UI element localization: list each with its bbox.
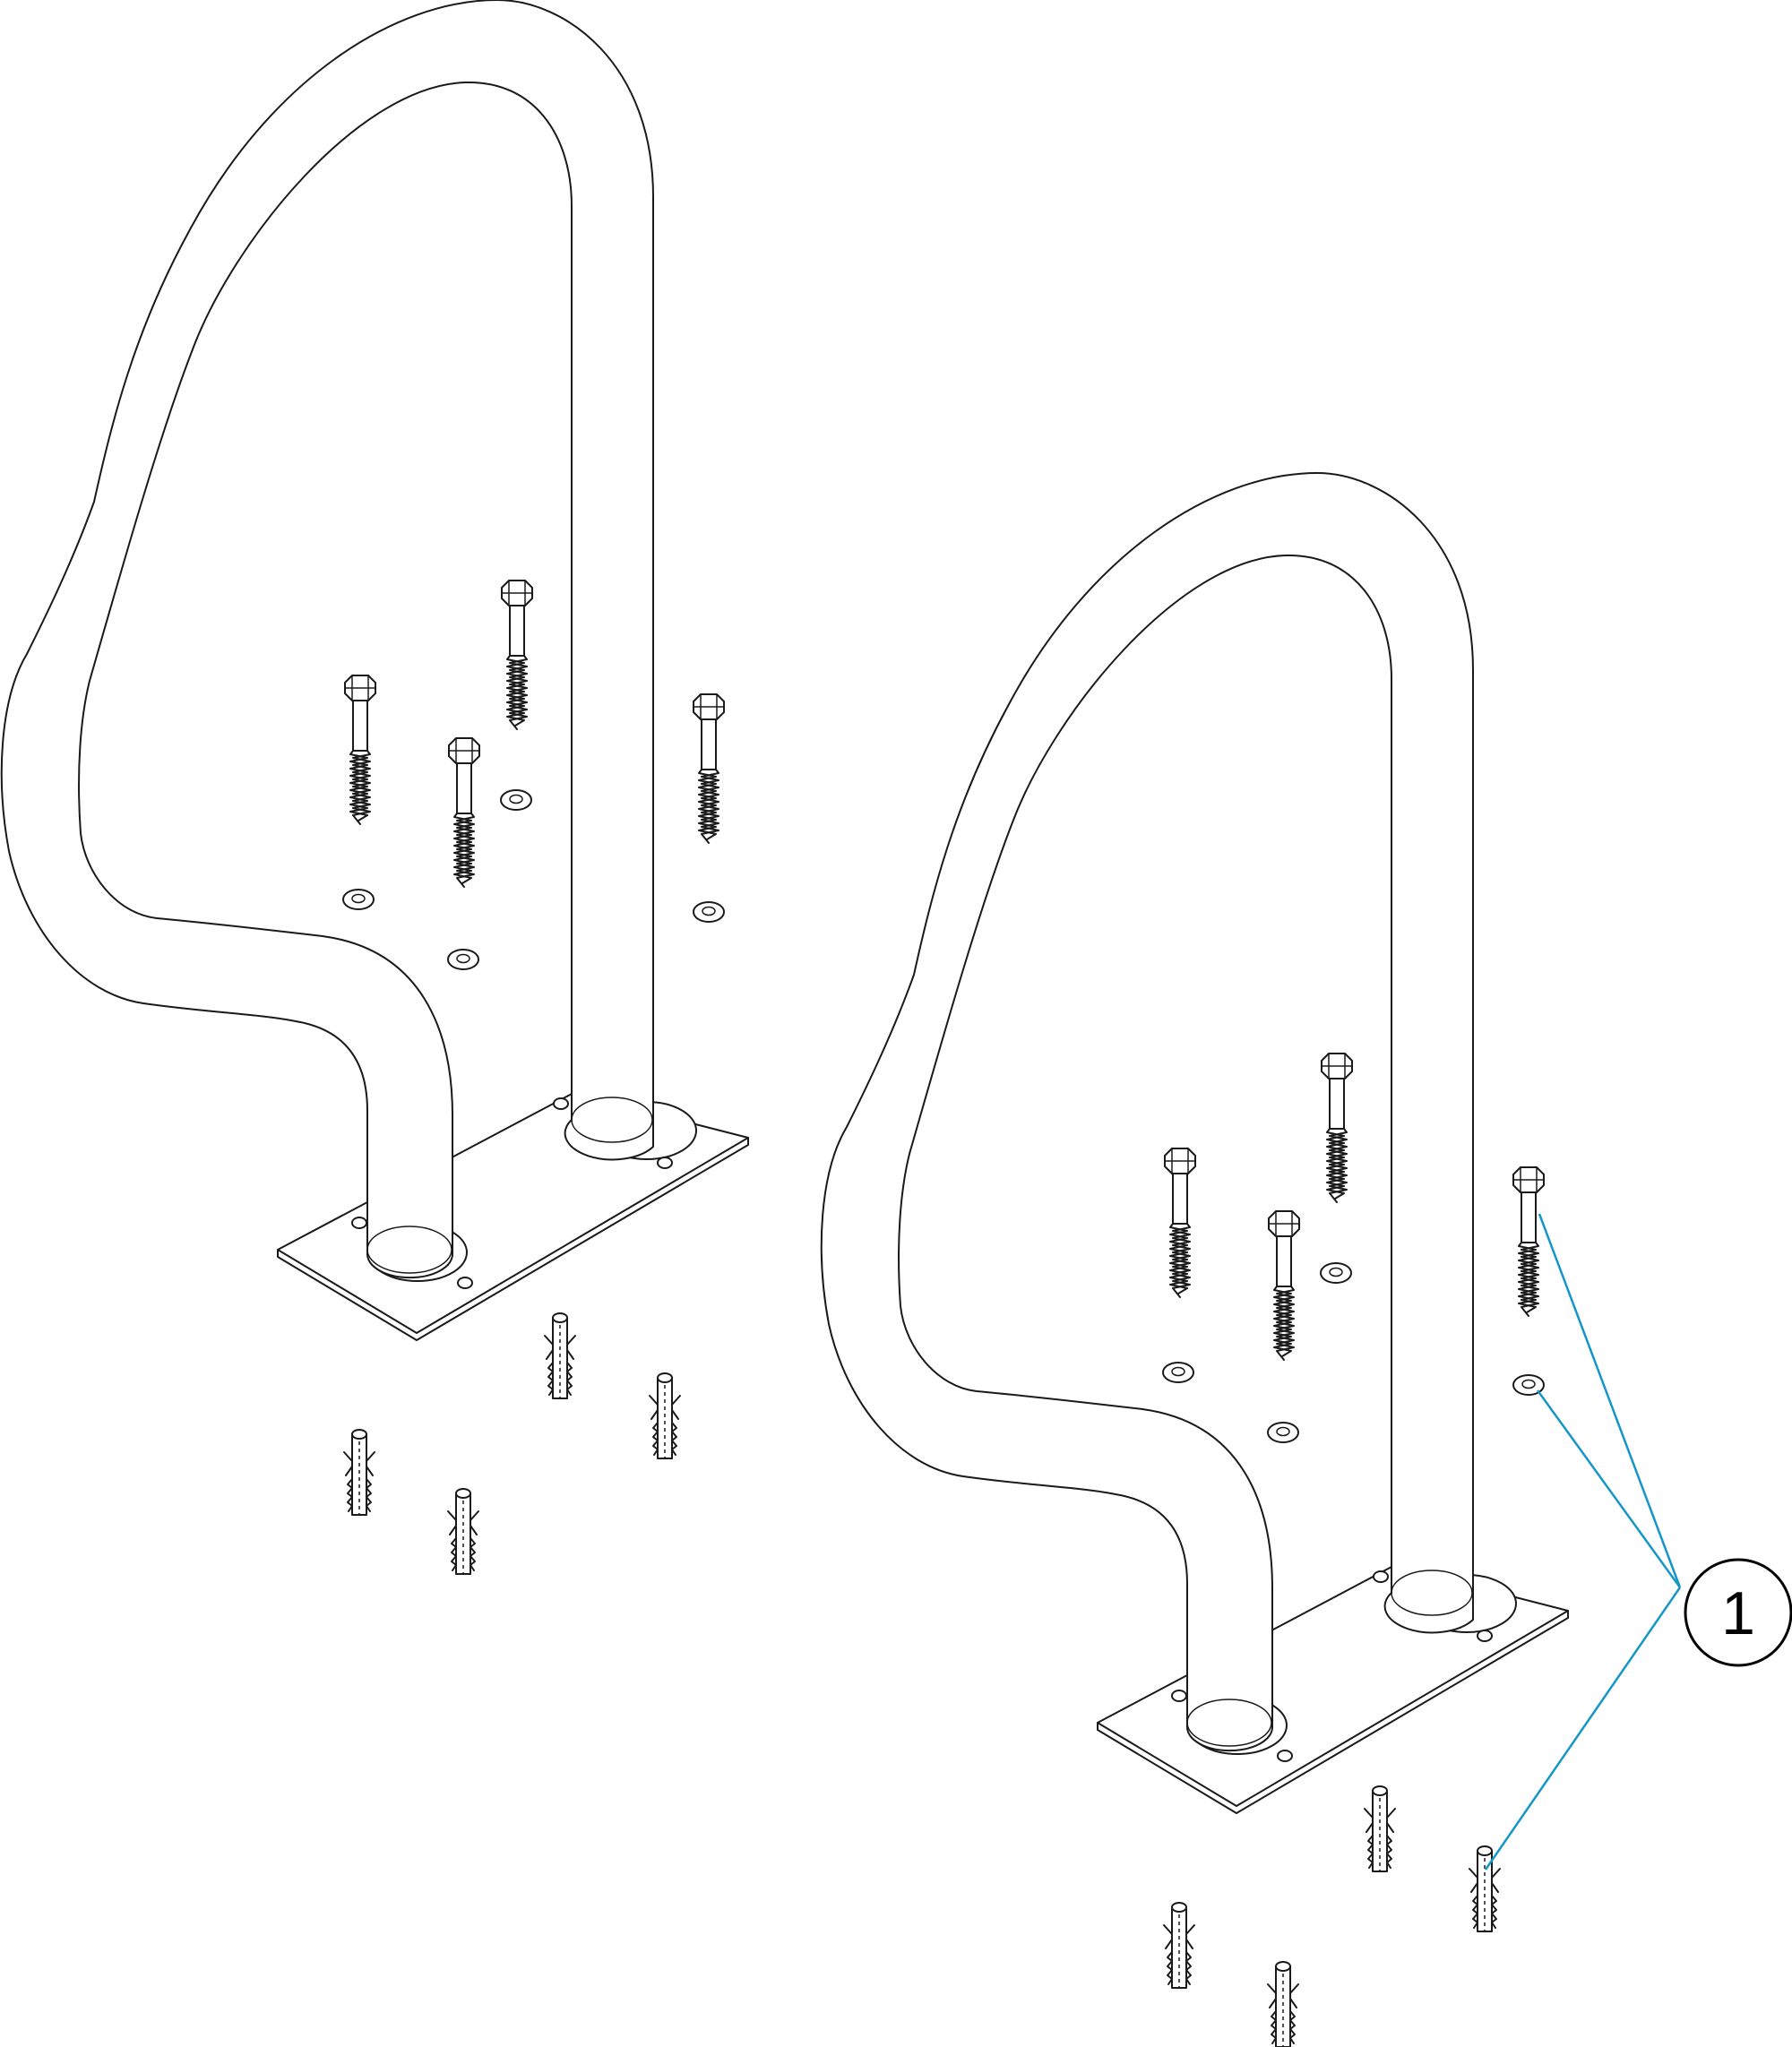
wall-plug-icon (649, 1372, 681, 1459)
wall-plug-icon (1267, 1961, 1299, 2047)
washer-icon (693, 901, 725, 923)
washer-icon (1320, 1262, 1352, 1284)
wall-plug-icon (544, 1312, 576, 1399)
callout-label: 1 (1721, 1579, 1755, 1647)
washer-icon (447, 949, 479, 970)
callout-1: 1 (1484, 1213, 1792, 1871)
washer-icon (1162, 1362, 1194, 1383)
tube-right (820, 472, 1474, 1752)
leader-line (1538, 1213, 1682, 1588)
wall-plug-icon (1469, 1845, 1501, 1932)
base-plate-left (277, 1092, 749, 1341)
lag-screw-icon (344, 675, 376, 825)
lag-screw-icon (1512, 1166, 1545, 1317)
lag-screw-icon (693, 693, 725, 844)
wall-plug-icon (343, 1429, 375, 1516)
tube-left (0, 0, 654, 1279)
lag-screw-icon (448, 737, 480, 888)
lag-screw-icon (1321, 1053, 1353, 1203)
wall-plug-icon (1364, 1785, 1396, 1872)
washer-icon (1267, 1422, 1299, 1443)
leader-line (1484, 1587, 1682, 1871)
rail-left (0, 0, 749, 1575)
wall-plug-icon (1163, 1902, 1195, 1989)
lag-screw-icon (1164, 1148, 1196, 1298)
wall-plug-icon (447, 1488, 479, 1575)
washer-icon (342, 889, 375, 910)
lag-screw-icon (1268, 1210, 1300, 1361)
callout-circle (1684, 1558, 1792, 1667)
rail-right (820, 472, 1569, 2047)
lag-screw-icon (501, 580, 533, 730)
base-plate-right (1097, 1565, 1569, 1814)
washer-icon (500, 789, 532, 811)
leader-line (1536, 1389, 1682, 1588)
